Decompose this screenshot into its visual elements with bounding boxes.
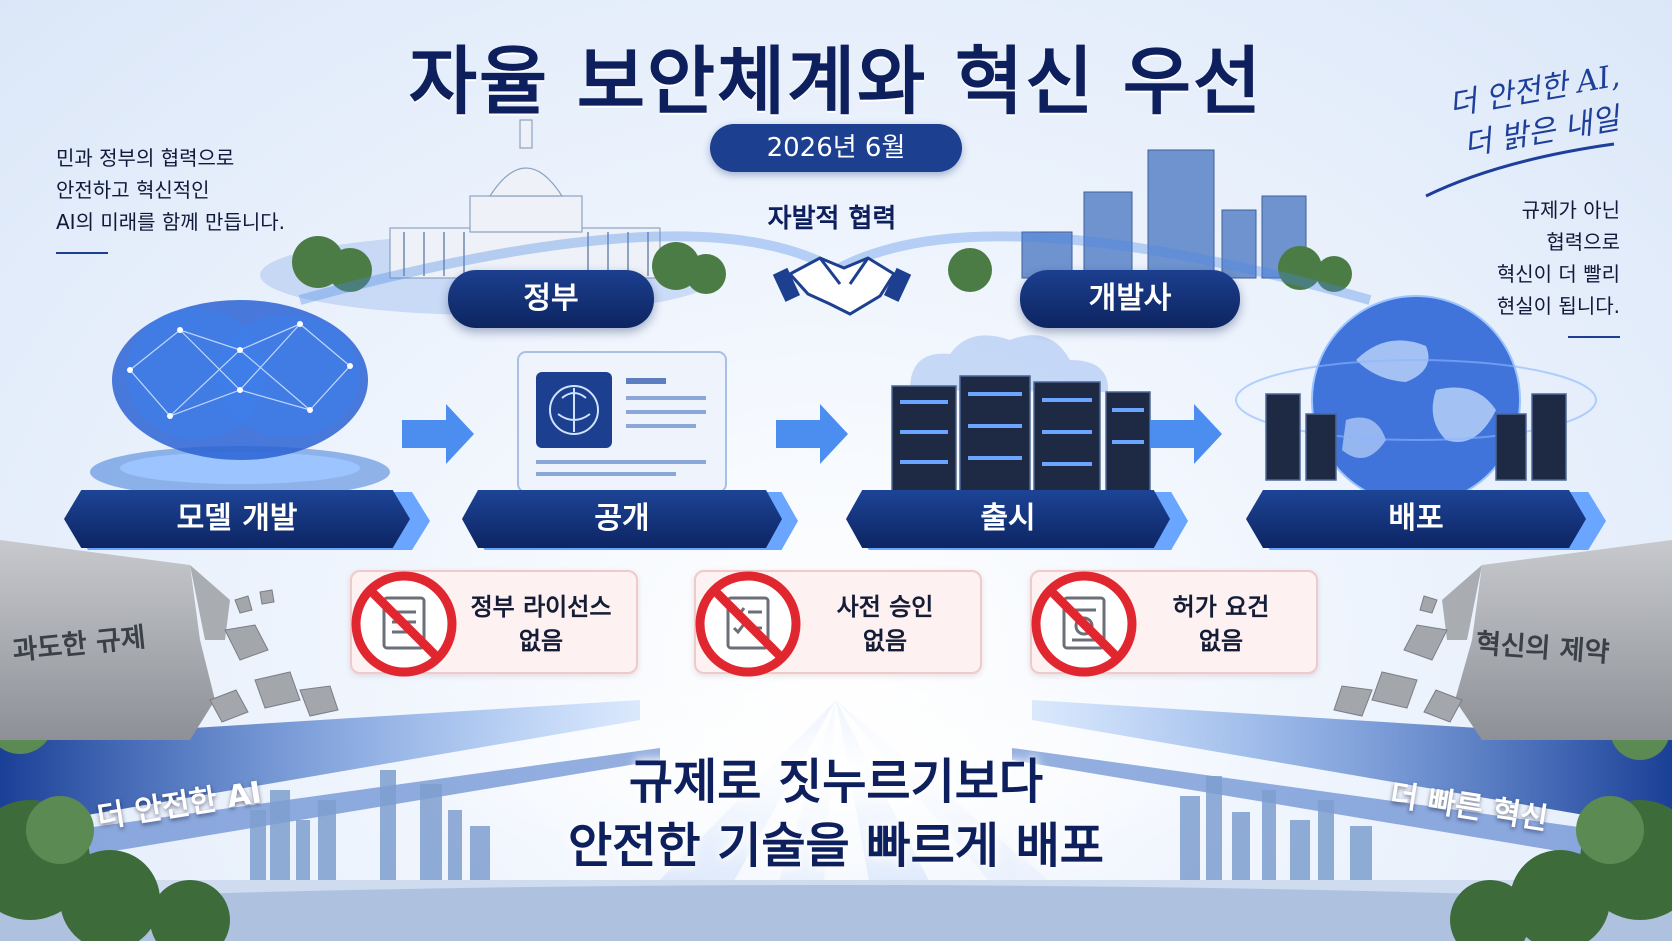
prohibition-icon <box>695 571 801 677</box>
right-note-line: 현실이 됩니다. <box>1496 294 1620 318</box>
date-badge: 2026년 6월 <box>710 124 962 172</box>
right-note-line: 협력으로 <box>1546 230 1620 254</box>
prohibition-icon <box>351 571 457 677</box>
left-note-rule <box>56 252 108 254</box>
left-note-line: 민과 정부의 협력으로 <box>56 146 235 170</box>
bottom-slogan: 규제로 짓누르기보다 안전한 기술을 빠르게 배포 <box>300 750 1372 878</box>
no-card-line: 없음 <box>1198 627 1244 655</box>
left-note-line: 안전하고 혁신적인 <box>56 178 210 202</box>
page-title: 자율 보안체계와 혁신 우선 <box>408 39 1264 125</box>
step-deployment: 배포 <box>1246 490 1586 548</box>
no-permit-card: 허가 요건 없음 <box>1030 570 1318 677</box>
step-disclosure: 공개 <box>462 490 782 548</box>
left-note-line: AI의 미래를 함께 만듭니다. <box>56 210 286 234</box>
handshake-icon <box>772 256 912 316</box>
developer-badge: 개발사 <box>1020 270 1240 328</box>
no-preapproval-card: 사전 승인 없음 <box>694 570 982 677</box>
right-note-line: 혁신이 더 빨리 <box>1496 262 1620 286</box>
no-card-line: 정부 라이선스 <box>470 593 612 621</box>
right-note-rule <box>1568 336 1620 338</box>
no-card-line: 없음 <box>862 627 908 655</box>
slogan-line: 안전한 기술을 빠르게 배포 <box>568 818 1104 874</box>
no-license-card: 정부 라이선스 없음 <box>350 570 638 677</box>
no-card-line: 사전 승인 <box>836 593 934 621</box>
no-card-line: 허가 요건 <box>1172 593 1270 621</box>
slogan-line: 규제로 짓누르기보다 <box>628 754 1044 810</box>
prohibition-icon <box>1031 571 1137 677</box>
cooperation-label: 자발적 협력 <box>767 204 897 234</box>
step-model-development: 모델 개발 <box>64 490 410 548</box>
step-release: 출시 <box>846 490 1170 548</box>
government-badge: 정부 <box>448 270 654 328</box>
right-note-line: 규제가 아닌 <box>1521 198 1620 222</box>
no-card-line: 없음 <box>518 627 564 655</box>
left-note: 민과 정부의 협력으로 안전하고 혁신적인 AI의 미래를 함께 만듭니다. <box>56 142 376 254</box>
right-note: 규제가 아닌 협력으로 혁신이 더 빨리 현실이 됩니다. <box>1340 194 1620 338</box>
swoosh-decor <box>1425 142 1615 198</box>
